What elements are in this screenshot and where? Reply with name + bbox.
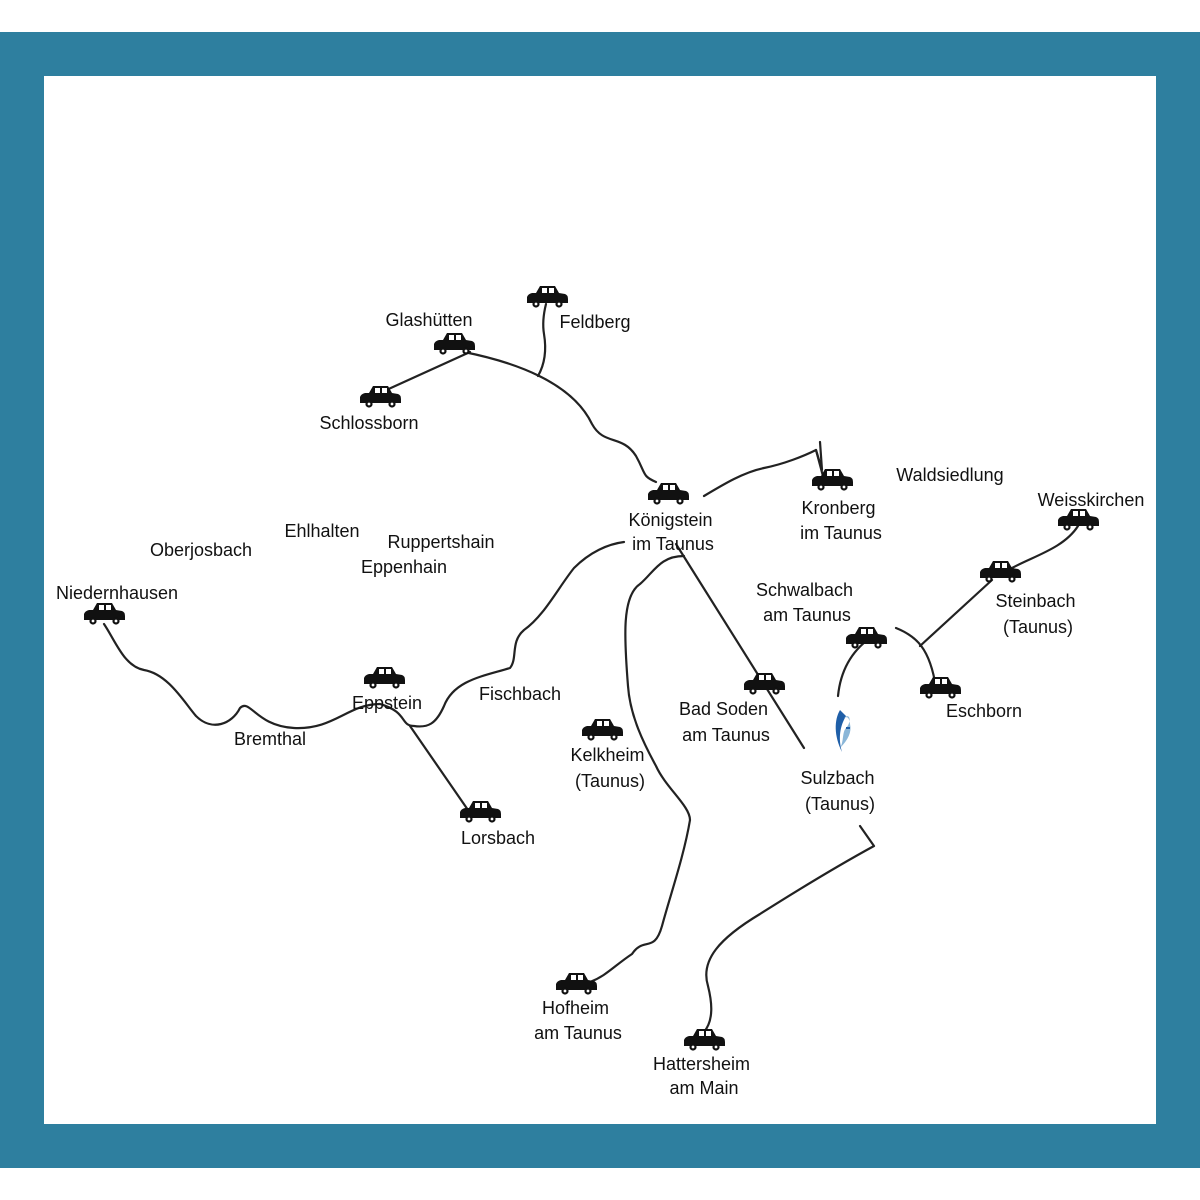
car-icon (1058, 509, 1099, 531)
place-label-weisskirchen: Weisskirchen (1038, 490, 1145, 510)
route-map: Glashütten Feldberg Schlossborn Waldsied… (56, 286, 1144, 1098)
route-feldberg-junction (536, 302, 548, 378)
car-icon (846, 627, 887, 649)
place-label-eppstein: Eppstein (352, 693, 422, 713)
place-label-schlossborn: Schlossborn (319, 413, 418, 433)
car-icon (364, 667, 405, 689)
map-frame: Glashütten Feldberg Schlossborn Waldsied… (0, 32, 1200, 1168)
place-label-hattersheim: Hattersheim am Main (653, 1054, 755, 1098)
route-steinbach-weisskirchen (1010, 524, 1080, 570)
route-glashuetten-koenigstein (462, 350, 658, 484)
place-label-schwalbach: Schwalbach am Taunus (756, 580, 858, 625)
place-label-glashuetten: Glashütten (385, 310, 472, 330)
car-icon (582, 719, 623, 741)
route-koenigstein-sulzbach (674, 542, 806, 750)
place-labels: Glashütten Feldberg Schlossborn Waldsied… (56, 310, 1144, 1098)
car-icon (812, 469, 853, 491)
car-icon (84, 603, 125, 625)
route-schlossborn-glashuetten (380, 350, 472, 394)
car-icon (360, 386, 401, 408)
place-label-eschborn: Eschborn (946, 701, 1022, 721)
place-label-hofheim: Hofheim am Taunus (534, 998, 622, 1043)
route-koenigstein-hofheim (588, 554, 692, 984)
car-icon (434, 333, 475, 355)
route-eppstein-lorsbach (408, 724, 470, 812)
map-area: Glashütten Feldberg Schlossborn Waldsied… (44, 76, 1156, 1124)
place-label-bad-soden: Bad Soden am Taunus (679, 699, 773, 745)
car-icon (980, 561, 1021, 583)
place-label-steinbach: Steinbach (Taunus) (995, 591, 1080, 637)
place-label-kelkheim: Kelkheim (Taunus) (570, 745, 649, 791)
place-label-lorsbach: Lorsbach (461, 828, 535, 848)
route-steinbach-junction (918, 578, 994, 648)
place-label-oberjosbach: Oberjosbach (150, 540, 252, 560)
car-icon (527, 286, 568, 308)
route-koenigstein-kronberg (702, 440, 824, 498)
place-label-waldsiedlung: Waldsiedlung (896, 465, 1003, 485)
place-label-feldberg: Feldberg (559, 312, 630, 332)
car-icon (920, 677, 961, 699)
place-label-niedernhausen: Niedernhausen (56, 583, 178, 603)
place-label-ruppertshain: Ruppertshain (387, 532, 494, 552)
place-label-fischbach: Fischbach (479, 684, 561, 704)
route-lines (102, 302, 1080, 1034)
car-icons (84, 286, 1099, 1051)
car-icon (556, 973, 597, 995)
place-label-ehlhalten: Ehlhalten (284, 521, 359, 541)
car-icon (648, 483, 689, 505)
route-niedernhausen-eppstein (102, 540, 626, 730)
place-label-koenigstein: Königstein im Taunus (628, 510, 717, 554)
car-icon (460, 801, 501, 823)
car-icon (684, 1029, 725, 1051)
route-sulzbach-hattersheim (702, 824, 876, 1034)
place-label-bremthal: Bremthal (234, 729, 306, 749)
place-label-kronberg: Kronberg im Taunus (800, 498, 882, 543)
place-label-sulzbach: Sulzbach (Taunus) (800, 768, 879, 814)
car-icon (744, 673, 785, 695)
sulzbach-logo-icon (835, 710, 851, 752)
place-label-eppenhain: Eppenhain (361, 557, 447, 577)
